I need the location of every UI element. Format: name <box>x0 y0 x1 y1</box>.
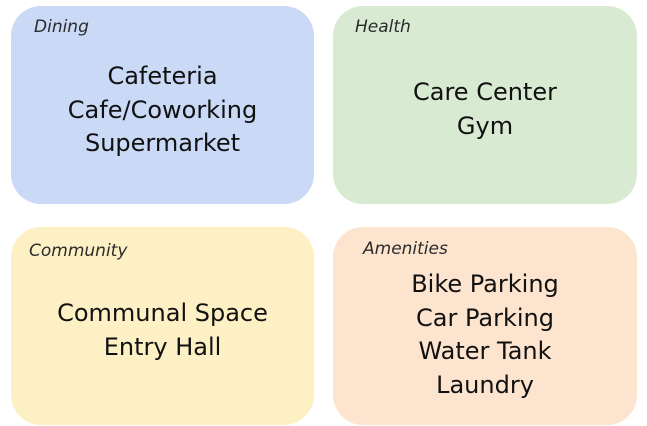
dining-item-supermarket: Supermarket <box>84 129 241 157</box>
amenities-card: Amenities Bike Parking Car Parking Water… <box>333 227 637 425</box>
health-item-care-center: Care Center <box>413 78 557 106</box>
community-item-entry-hall: Entry Hall <box>103 332 222 361</box>
community-card-label: Community <box>29 241 128 261</box>
amenities-item-bike-parking: Bike Parking <box>411 270 559 298</box>
health-card: Health Care Center Gym <box>333 6 637 204</box>
amenities-card-label: Amenities <box>363 239 448 259</box>
amenities-item-car-parking: Car Parking <box>416 303 554 332</box>
community-item-communal-space: Communal Space <box>57 299 268 327</box>
health-card-items: Care Center Gym <box>333 76 637 143</box>
dining-item-cafe-coworking: Cafe/Coworking <box>67 95 258 124</box>
health-item-gym: Gym <box>456 111 514 140</box>
amenities-item-laundry: Laundry <box>436 370 534 399</box>
amenities-card-items: Bike Parking Car Parking Water Tank Laun… <box>333 268 637 402</box>
dining-item-cafeteria: Cafeteria <box>107 62 218 90</box>
community-card: Community Communal Space Entry Hall <box>11 227 314 425</box>
dining-card-items: Cafeteria Cafe/Coworking Supermarket <box>11 60 314 161</box>
community-card-items: Communal Space Entry Hall <box>11 297 314 364</box>
health-card-label: Health <box>355 17 411 37</box>
dining-card: Dining Cafeteria Cafe/Coworking Supermar… <box>11 6 314 204</box>
amenities-item-water-tank: Water Tank <box>418 337 552 365</box>
dining-card-label: Dining <box>34 17 89 37</box>
